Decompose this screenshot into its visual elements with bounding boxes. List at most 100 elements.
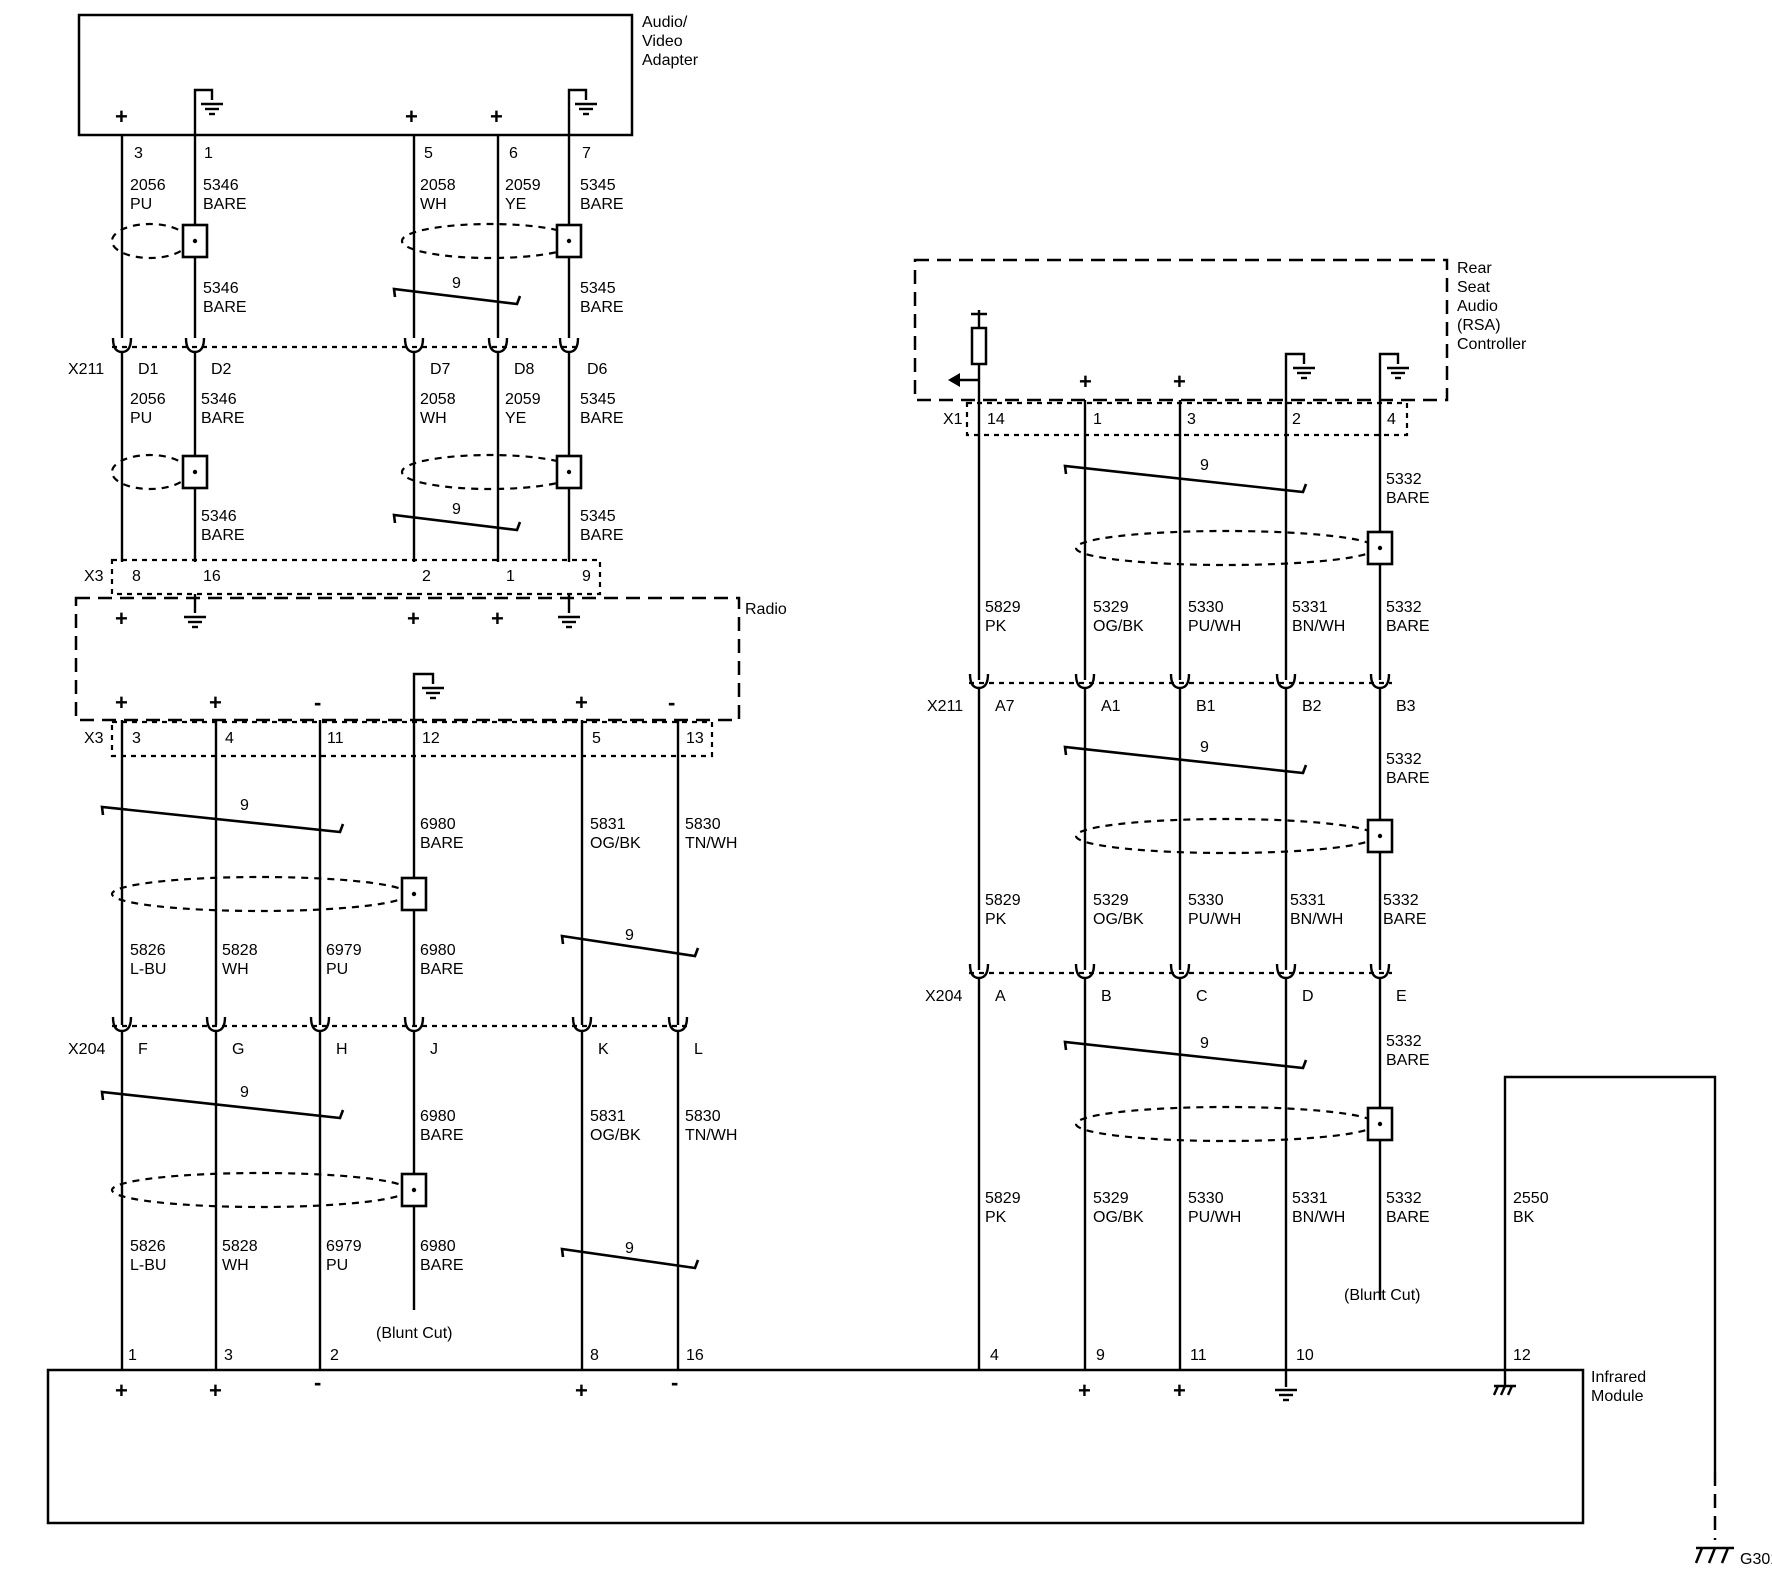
label-5345-a: 5345 — [580, 177, 616, 194]
label-5332-bare-e: BARE — [1386, 1052, 1430, 1069]
rsa-label-5: Controller — [1457, 336, 1527, 353]
rsa-ground-icon-2 — [1385, 366, 1411, 380]
label-pu-wh-b: PU/WH — [1188, 911, 1241, 928]
x211-right-label: X211 — [927, 698, 963, 715]
twist-right-1 — [1063, 464, 1308, 494]
radio-label: Radio — [745, 601, 787, 618]
twist-count-6: 9 — [625, 1240, 634, 1257]
pin-x1-4: 4 — [1387, 411, 1396, 428]
av-ground-wire-1 — [193, 88, 214, 135]
pin-d1: D1 — [138, 361, 159, 378]
pin-av-1: 1 — [204, 145, 213, 162]
label-og-bk-a: OG/BK — [1093, 618, 1144, 635]
ir-chassis-ground-icon-12 — [1492, 1370, 1516, 1396]
pin-ir-1: 1 — [128, 1347, 137, 1364]
infrared-module-box — [46, 1368, 1585, 1525]
radio-plus-4: + — [209, 690, 222, 715]
av-ground-icon-1 — [199, 102, 225, 116]
twist-lower-1 — [100, 805, 345, 834]
pin-x3-5: 5 — [592, 730, 601, 747]
label-bare-g: BARE — [201, 527, 245, 544]
label-og-bk-c: OG/BK — [1093, 1209, 1144, 1226]
twist-upper-1 — [392, 287, 522, 306]
pin-x1-3: 3 — [1187, 411, 1196, 428]
label-5346-c: 5346 — [201, 391, 237, 408]
twist-count-2: 9 — [452, 501, 461, 518]
shield-2056-upper — [110, 222, 190, 260]
label-tn-wh-a: TN/WH — [685, 835, 737, 852]
infrared-label-1: Infrared — [1591, 1369, 1646, 1386]
drain-5345-mid — [555, 454, 583, 490]
label-5329-b: 5329 — [1093, 892, 1129, 909]
label-bare-h: BARE — [580, 527, 624, 544]
x211-cup-d7 — [403, 336, 425, 354]
label-bn-wh-c: BN/WH — [1292, 1209, 1345, 1226]
ir-ground-icon-10 — [1273, 1388, 1299, 1402]
label-5332-bare-a: BARE — [1386, 490, 1430, 507]
label-5332-bare-f: BARE — [1386, 1209, 1430, 1226]
radio-minus-11: - — [314, 690, 321, 715]
label-6980-b: 6980 — [420, 942, 456, 959]
x3-lower-label: X3 — [84, 730, 104, 747]
label-5346-a: 5346 — [203, 177, 239, 194]
label-pk-a: PK — [985, 618, 1007, 635]
drain-5345-upper — [555, 223, 583, 259]
ir-minus-2: - — [314, 1370, 321, 1395]
rsa-controller: Rear Seat Audio (RSA) Controller + + — [913, 258, 1527, 402]
pin-x1-14: 14 — [987, 411, 1005, 428]
x204-right-connector: X204 A B C D E — [925, 962, 1407, 1005]
drain-5332-lower — [1366, 1106, 1394, 1142]
twist-count-7: 9 — [1200, 457, 1209, 474]
pin-ir-8: 8 — [590, 1347, 599, 1364]
radio-ground-wire-12 — [412, 672, 435, 720]
pin-e: E — [1396, 988, 1407, 1005]
pin-b: B — [1101, 988, 1112, 1005]
label-6979-a: 6979 — [326, 942, 362, 959]
rsa-ground-icon-1 — [1291, 366, 1317, 380]
radio-plus-5: + — [575, 690, 588, 715]
label-5830-a: 5830 — [685, 816, 721, 833]
label-5345-d: 5345 — [580, 508, 616, 525]
pin-a1: A1 — [1101, 698, 1121, 715]
rsa-label-3: Audio — [1457, 298, 1498, 315]
av-adapter-box — [77, 13, 634, 137]
x211-cup-d8 — [487, 336, 509, 354]
label-ye-a: YE — [505, 196, 526, 213]
label-5829-a: 5829 — [985, 599, 1021, 616]
twist-count-8: 9 — [1200, 739, 1209, 756]
twist-mid-1 — [392, 513, 522, 532]
label-wh-a: WH — [420, 196, 447, 213]
wire-2550 — [1503, 1075, 1717, 1472]
x204-to-ir-left-wires: 9 6980 BARE 5831 OG/BK 5830 TN/WH 9 5826… — [100, 1031, 737, 1370]
rsa-plus-1: + — [1079, 369, 1092, 394]
twist-count-1: 9 — [452, 275, 461, 292]
pin-ir-16: 16 — [686, 1347, 704, 1364]
label-5830-b: 5830 — [685, 1108, 721, 1125]
twist-count-9: 9 — [1200, 1035, 1209, 1052]
drain-5346-upper — [181, 223, 209, 259]
label-pu-a: PU — [130, 196, 152, 213]
twist-lower-4 — [560, 1247, 700, 1270]
label-5332-e: 5332 — [1386, 1033, 1422, 1050]
label-5345-c: 5345 — [580, 391, 616, 408]
label-wh-b: WH — [420, 410, 447, 427]
x204-left-label: X204 — [68, 1041, 105, 1058]
label-5826-b: 5826 — [130, 1238, 166, 1255]
rsa-ground-wire-4 — [1378, 352, 1400, 400]
label-5332-d: 5332 — [1383, 892, 1419, 909]
pin-c: C — [1196, 988, 1208, 1005]
pin-ir-11: 11 — [1190, 1347, 1207, 1364]
radio-plus-2: + — [407, 606, 420, 631]
label-bare-f: BARE — [580, 410, 624, 427]
shield-lower-1 — [110, 875, 410, 913]
x211-right-connector: X211 A7 A1 B1 B2 B3 — [927, 672, 1416, 715]
label-l-bu-b: L-BU — [130, 1257, 166, 1274]
av-plus-5: + — [405, 104, 418, 129]
label-oc-bk-a: OG/BK — [590, 835, 641, 852]
shield-right-1 — [1074, 529, 1378, 567]
pin-a: A — [995, 988, 1006, 1005]
pin-b2: B2 — [1302, 698, 1322, 715]
label-6980-bare-a: BARE — [420, 835, 464, 852]
pin-x3-11: 11 — [327, 730, 344, 747]
